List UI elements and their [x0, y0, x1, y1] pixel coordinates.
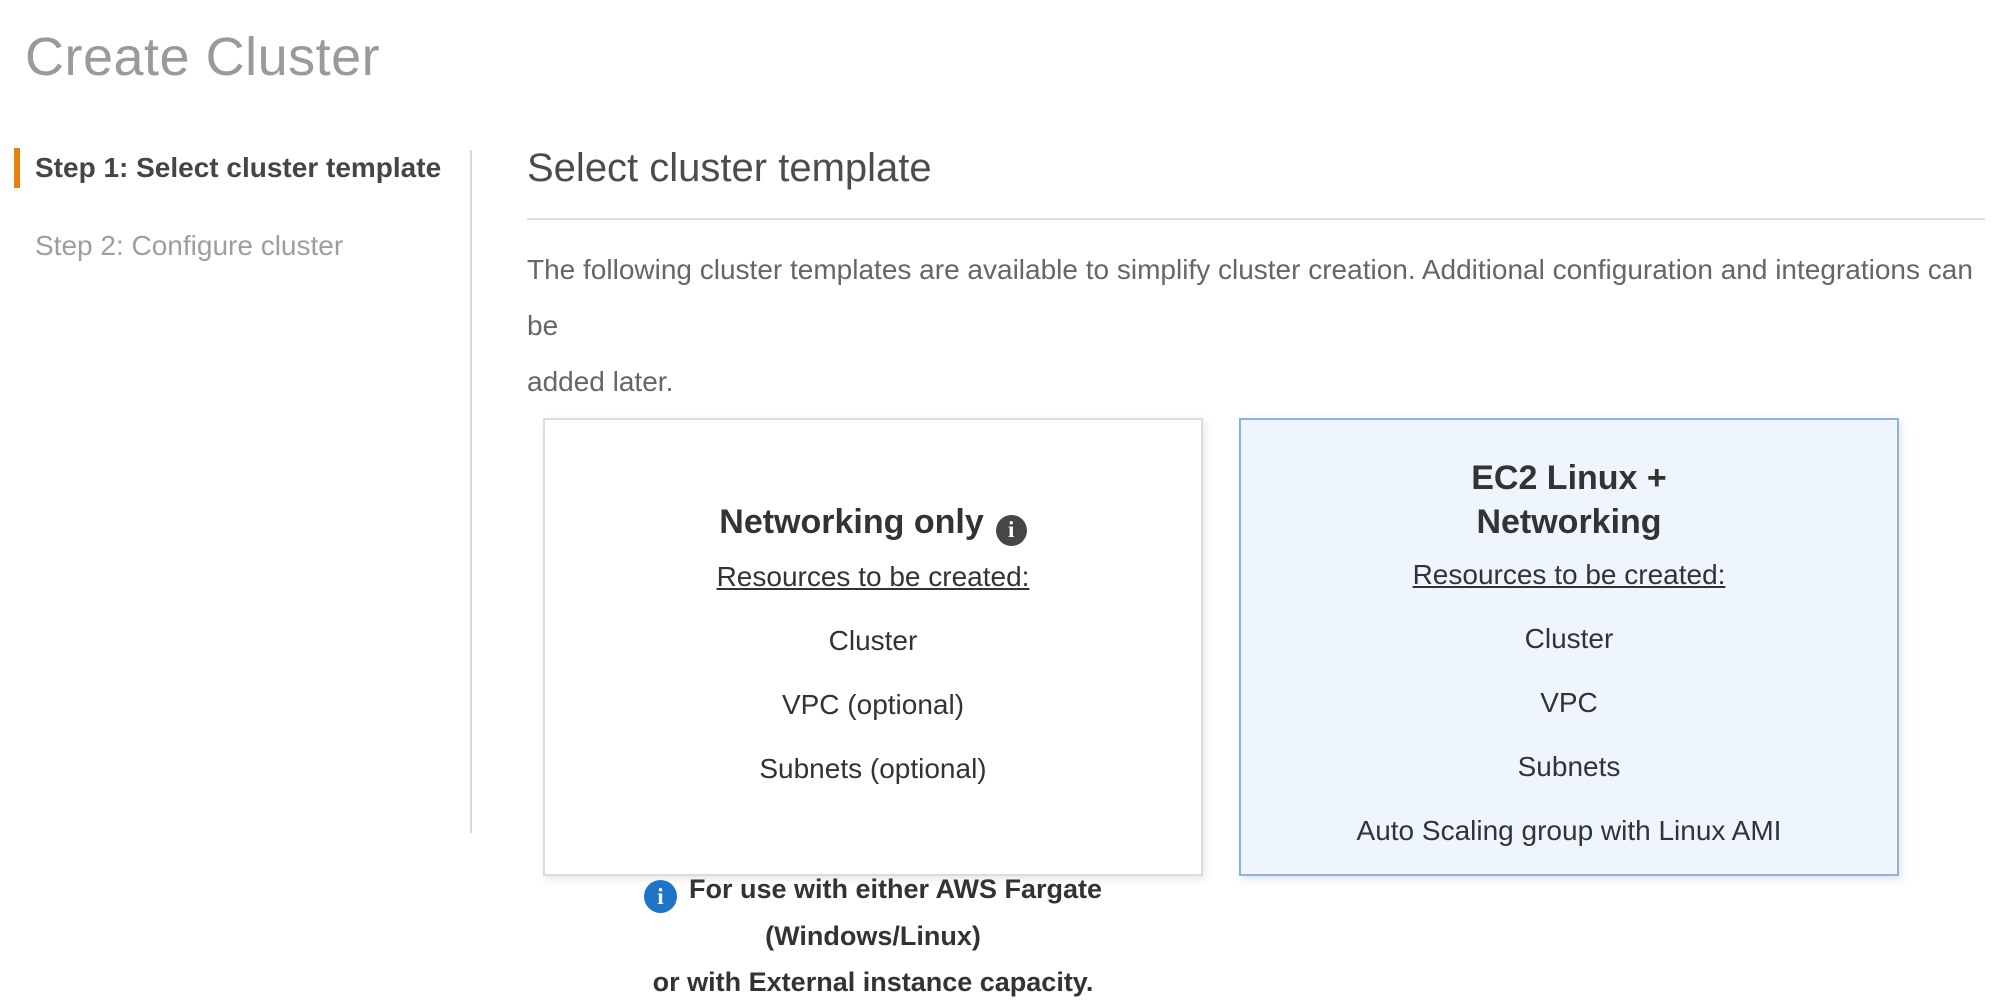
resource-item-vpc-optional: VPC (optional) — [545, 688, 1201, 722]
step-2-configure-cluster[interactable]: Step 2: Configure cluster — [14, 226, 444, 266]
step-1-label: Step 1: Select cluster template — [35, 152, 441, 183]
resources-to-be-created-label: Resources to be created: — [545, 560, 1201, 594]
resources-to-be-created-label: Resources to be created: — [1241, 558, 1897, 592]
resource-item-subnets-optional: Subnets (optional) — [545, 752, 1201, 786]
template-card-ec2-linux-networking[interactable]: EC2 Linux + Networking Resources to be c… — [1239, 418, 1899, 876]
heading-divider — [527, 218, 1985, 220]
card-title-ec2-linux-networking: EC2 Linux + Networking — [1241, 456, 1897, 544]
page-title: Create Cluster — [25, 26, 380, 88]
card-title-row: Networking only i — [545, 456, 1201, 546]
card-footnote-text: For use with either AWS Fargate (Windows… — [653, 874, 1102, 998]
step-2-label: Step 2: Configure cluster — [35, 230, 343, 261]
template-card-networking-only[interactable]: Networking only i Resources to be created… — [543, 418, 1203, 876]
section-heading: Select cluster template — [527, 144, 1985, 192]
wizard-steps: Step 1: Select cluster template Step 2: … — [14, 148, 444, 304]
template-cards-row: Networking only i Resources to be created… — [543, 418, 1985, 876]
main-content: Select cluster template The following cl… — [527, 144, 1985, 876]
resource-item-auto-scaling-group: Auto Scaling group with Linux AMI — [1241, 814, 1897, 848]
resource-item-cluster: Cluster — [1241, 622, 1897, 656]
info-icon: i — [644, 880, 677, 913]
section-description: The following cluster templates are avai… — [527, 242, 1985, 410]
resource-item-cluster: Cluster — [545, 624, 1201, 658]
info-icon-glyph: i — [657, 874, 663, 920]
resource-item-vpc: VPC — [1241, 686, 1897, 720]
info-icon[interactable]: i — [996, 515, 1027, 546]
resource-item-subnets: Subnets — [1241, 750, 1897, 784]
step-1-select-cluster-template[interactable]: Step 1: Select cluster template — [14, 148, 444, 188]
sidebar-content-divider — [470, 150, 472, 833]
info-icon-glyph: i — [1008, 508, 1014, 552]
card-title-networking-only: Networking only — [719, 503, 983, 541]
